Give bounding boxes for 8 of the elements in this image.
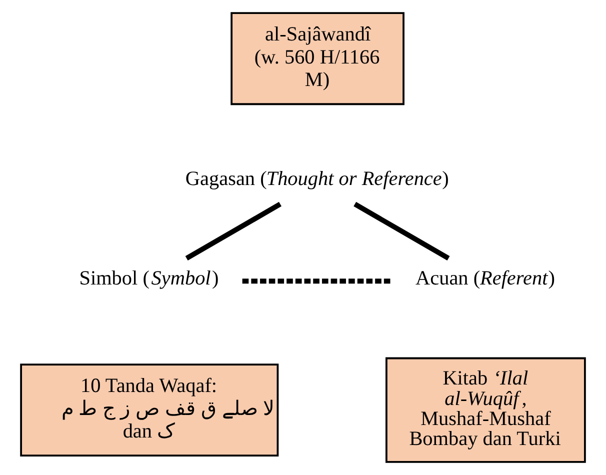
connector xyxy=(354,202,450,260)
connector xyxy=(185,202,282,260)
node-box: Kitab ‘Ilal al-Wuqûf, Mushaf-Mushaf Bombay dan Turki xyxy=(386,357,586,463)
node-text: Acuan (Referent) xyxy=(416,268,556,290)
connector xyxy=(242,278,393,284)
node-box: al-Sajâwandî (w. 560 H/1166 M) xyxy=(230,12,404,106)
node-text: Gagasan (Thought or Reference) xyxy=(185,168,449,190)
node-text: Simbol (Symbol) xyxy=(79,268,219,290)
